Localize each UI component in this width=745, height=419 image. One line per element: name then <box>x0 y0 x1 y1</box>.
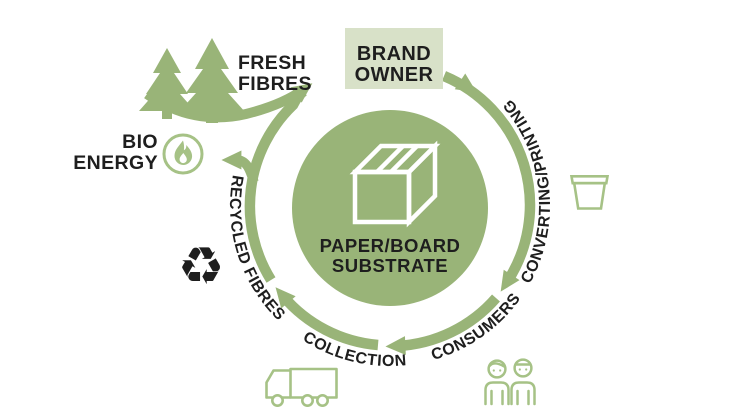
truck-icon <box>265 367 338 407</box>
cup-icon <box>569 175 610 210</box>
ring-label-collection: COLLECTION <box>300 329 407 370</box>
bio-energy-line2: ENERGY <box>73 152 158 174</box>
pine-tree-small <box>139 48 195 119</box>
ring-label-consumers: CONSUMERS <box>429 290 524 364</box>
package-box-icon <box>349 140 441 228</box>
brand-owner-box: BRAND OWNER <box>345 28 443 89</box>
bio-energy-line1: BIO <box>122 131 158 153</box>
people-icon <box>484 358 536 406</box>
ring-segment-collection <box>275 287 379 351</box>
substrate-circle: PAPER/BOARD SUBSTRATE <box>292 110 488 306</box>
bio-energy-arrow <box>221 150 259 184</box>
pine-trees-icon <box>139 38 246 123</box>
pine-tree-large <box>178 38 246 123</box>
brand-owner-line2: OWNER <box>355 64 434 86</box>
ring-segment-consumers <box>385 294 500 356</box>
flame-icon <box>162 133 204 175</box>
ring-segment-converting <box>441 71 536 292</box>
recycling-symbol-icon: ♻ <box>178 237 225 297</box>
center-line1: PAPER/BOARD <box>320 235 461 256</box>
flow-arrowhead-stub <box>454 73 477 93</box>
fresh-fibres-line1: FRESH <box>238 52 306 74</box>
fresh-fibres-line2: FIBRES <box>238 73 312 95</box>
center-line2: SUBSTRATE <box>332 255 448 276</box>
brand-owner-line1: BRAND <box>357 43 431 65</box>
